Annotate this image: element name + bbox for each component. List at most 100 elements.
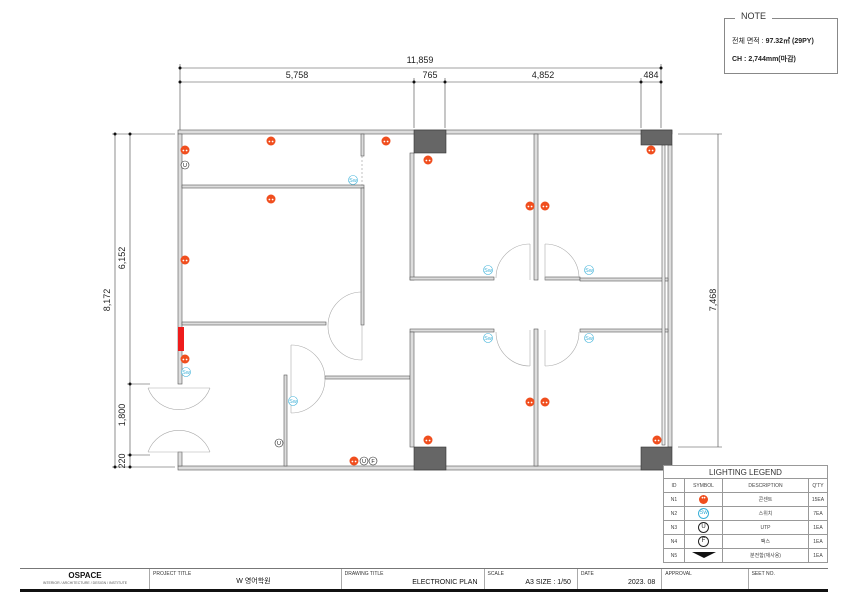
legend-header: ID (663, 478, 685, 493)
outlet-icon (180, 354, 190, 364)
dim-w1: 5,758 (286, 70, 309, 80)
switch-icon: Sw (483, 333, 493, 343)
legend-desc: 팩스 (722, 534, 809, 549)
ceiling-height: CH : 2,744mm(마감) (732, 56, 796, 63)
approval-label: APPROVAL (665, 571, 692, 577)
project-label: PROJECT TITLE (153, 571, 192, 577)
legend-id: N5 (663, 548, 685, 563)
dim-w2: 765 (422, 70, 437, 80)
dim-total-height: 8,172 (102, 289, 112, 312)
panel-board (178, 327, 184, 351)
panel-icon (691, 551, 716, 558)
date-value: 2023. 08 (627, 579, 656, 586)
svg-text:F: F (371, 459, 375, 465)
fax-icon: F (368, 456, 378, 466)
fax-outlets: F (368, 456, 378, 466)
svg-text:Sw: Sw (585, 268, 593, 274)
area-label: 전체 면적 : (732, 38, 764, 45)
company-subtitle: INTERIOR / ARCHITECTURE / DESIGN / INSTI… (42, 581, 128, 585)
legend-qty: 1EA (808, 520, 828, 535)
dim-right-height: 7,468 (708, 289, 718, 312)
title-block: OSPACE INTERIOR / ARCHITECTURE / DESIGN … (20, 568, 828, 592)
utp-icon: U (274, 438, 284, 448)
outlet-icon (381, 136, 391, 146)
utp-outlets: U U U (180, 160, 369, 466)
legend-desc: UTP (722, 520, 809, 535)
legend-desc: 분전함(재사용) (722, 548, 809, 563)
sheet-label: SEET NO. (751, 571, 775, 577)
area-value: 97.32㎡ (29PY) (765, 38, 814, 45)
switch-icon: Sw (584, 333, 594, 343)
utp-icon: U (698, 522, 709, 533)
outlet-icon (540, 397, 550, 407)
legend-qty: 1EA (808, 548, 828, 563)
note-box: NOTE 전체 면적 : 97.32㎡ (29PY) CH : 2,744mm(… (724, 11, 838, 74)
svg-text:U: U (362, 459, 366, 465)
dim-h1: 6,152 (117, 247, 127, 270)
walls (177, 129, 673, 471)
switch-icon: Sw (181, 367, 191, 377)
svg-text:Sw: Sw (349, 178, 357, 184)
columns (413, 129, 673, 471)
utp-icon: U (359, 456, 369, 466)
outlet-icon (646, 145, 656, 155)
legend-qty: 1EA (808, 534, 828, 549)
dim-total-width: 11,859 (407, 55, 434, 65)
legend-id: N3 (663, 520, 685, 535)
svg-text:Sw: Sw (182, 370, 190, 376)
outlet-icon (266, 194, 276, 204)
outlet-icon (652, 435, 662, 445)
outlet-icon (423, 435, 433, 445)
note-title: NOTE (735, 11, 773, 21)
outlet-icon (540, 201, 550, 211)
switch-icon: Sw (698, 508, 709, 519)
date-label: DATE (580, 571, 594, 577)
scale-value: A3 SIZE : 1/50 (525, 579, 571, 586)
legend-row: N5 분전함(재사용)1EA (663, 548, 828, 563)
dim-w3: 4,852 (532, 70, 555, 80)
svg-text:U: U (277, 441, 281, 447)
svg-text:Sw: Sw (484, 268, 492, 274)
legend-id: N4 (663, 534, 685, 549)
legend-qty: 15EA (808, 492, 828, 507)
outlet-icon (266, 136, 276, 146)
outlet-icon (525, 201, 535, 211)
switch-icon: Sw (348, 175, 358, 185)
outlet-icon (180, 255, 190, 265)
legend-id: N2 (663, 506, 685, 521)
switch-icon: Sw (584, 265, 594, 275)
outlet-icon (349, 456, 359, 466)
outlet-icon (180, 145, 190, 155)
utp-icon: U (180, 160, 190, 170)
legend-header: Q'TY (808, 478, 828, 493)
scale-label: SCALE (487, 571, 504, 577)
switch-icon: Sw (288, 396, 298, 406)
svg-text:U: U (183, 163, 187, 169)
dimension-lines (112, 64, 722, 468)
switch-icon: Sw (483, 265, 493, 275)
legend-qty: 7EA (808, 506, 828, 521)
legend-title: LIGHTING LEGEND (663, 465, 828, 479)
dim-h2: 1,800 (117, 404, 127, 427)
legend-id: N1 (663, 492, 685, 507)
dim-h3: 220 (117, 453, 127, 468)
outlet-icon (525, 397, 535, 407)
dim-w4: 484 (643, 70, 658, 80)
legend-header: DESCRIPTION (722, 478, 809, 493)
svg-text:Sw: Sw (585, 336, 593, 342)
doors (147, 243, 580, 453)
drawing-label: DRAWING TITLE (344, 571, 384, 577)
outlet-icon: •• (699, 495, 708, 504)
project-title: W 영어학원 (236, 578, 271, 585)
svg-text:Sw: Sw (484, 336, 492, 342)
svg-text:Sw: Sw (289, 399, 297, 405)
legend-header: SYMBOL (684, 478, 723, 493)
fax-icon: F (698, 536, 709, 547)
